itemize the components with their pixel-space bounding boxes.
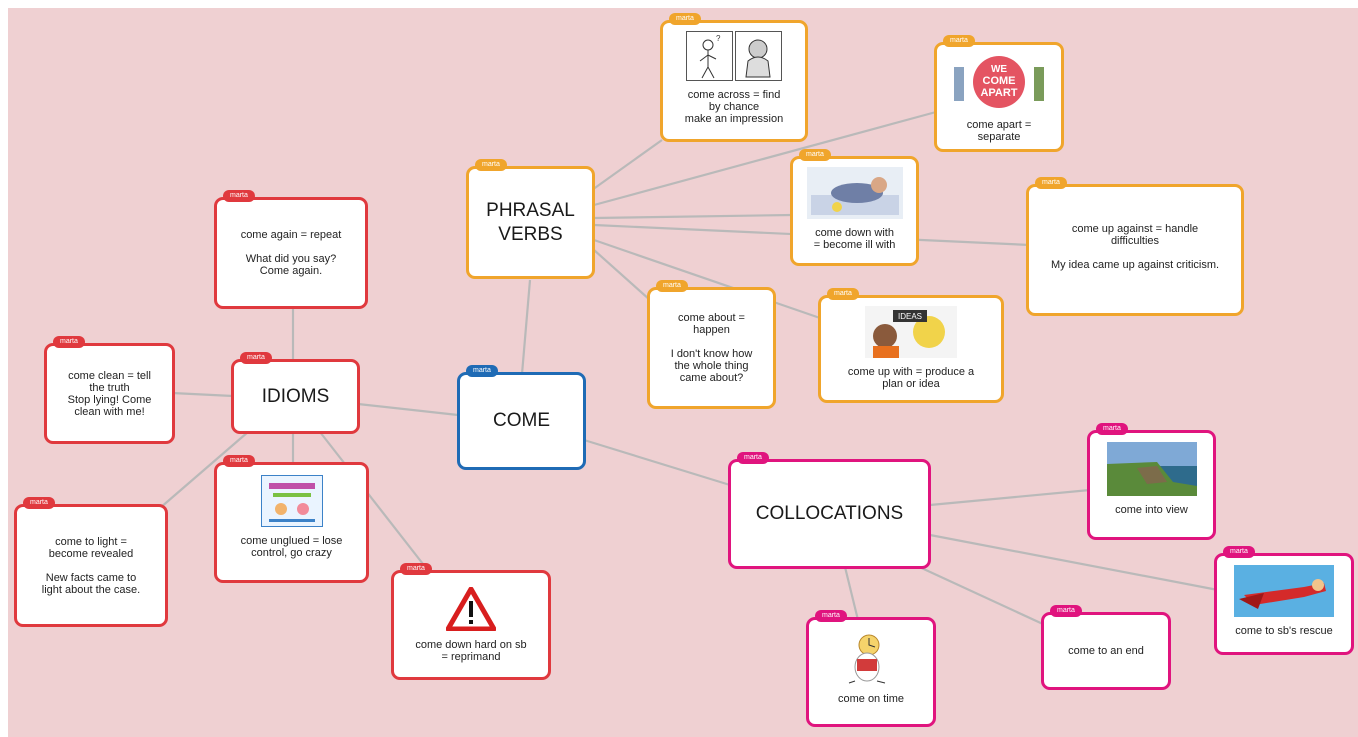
link-center-phrasal	[520, 279, 532, 375]
link-phrasal-upwith	[593, 238, 821, 320]
white-rabbit-clock-image	[848, 634, 886, 684]
cliffs-image	[1106, 442, 1197, 496]
come-to-light-text: come to light = become revealed New fact…	[41, 535, 141, 596]
author-tag: marta	[23, 497, 55, 509]
link-phrasal-about	[593, 249, 651, 301]
come-apart-text: come apart = separate	[966, 119, 1032, 143]
link-phrasal-downwith	[593, 213, 793, 220]
idioms-label: IDIOMS	[261, 385, 330, 407]
come-about-node[interactable]: marta come about = happen I don't know h…	[647, 280, 776, 409]
link-coll-end	[914, 564, 1046, 626]
idioms-node[interactable]: marta IDIOMS	[231, 352, 360, 434]
center-label: COME	[493, 410, 550, 431]
come-up-against-node[interactable]: marta come up against = handle difficult…	[1026, 177, 1244, 316]
come-up-with-text: come up with = produce a plan or idea	[847, 366, 975, 390]
come-clean-node[interactable]: marta come clean = tell the truth Stop l…	[44, 336, 175, 444]
come-unglued-text: come unglued = lose control, go crazy	[240, 535, 343, 559]
link-phrasal-apart	[593, 110, 937, 207]
link-idioms-clean	[171, 391, 234, 398]
come-to-light-node[interactable]: marta come to light = become revealed Ne…	[14, 497, 168, 627]
author-tag: marta	[240, 352, 272, 364]
author-tag: marta	[1223, 546, 1255, 558]
author-tag: marta	[223, 190, 255, 202]
warning-triangle-icon	[446, 587, 496, 631]
come-about-text: come about = happen I don't know how the…	[670, 312, 753, 384]
author-tag: marta	[737, 452, 769, 464]
author-tag: marta	[815, 610, 847, 622]
come-into-view-text: come into view	[1115, 504, 1188, 516]
come-on-time-text: come on time	[837, 693, 905, 705]
come-on-time-node[interactable]: marta come on time	[806, 610, 936, 727]
author-tag: marta	[53, 336, 85, 348]
ideas-image: IDEAS	[865, 306, 957, 358]
author-tag: marta	[400, 563, 432, 575]
collocations-node[interactable]: marta COLLOCATIONS	[728, 452, 931, 569]
come-down-hard-text: come down hard on sb = reprimand	[415, 639, 527, 663]
come-unglued-node[interactable]: marta come unglued = lose control, go cr…	[214, 455, 369, 583]
come-apart-image: WE COME APART	[954, 56, 1044, 108]
link-idioms-downhard	[319, 431, 431, 574]
image-text-we: WE	[991, 64, 1007, 75]
link-coll-ontime	[843, 566, 860, 621]
unglued-book-image	[260, 475, 323, 527]
come-into-view-node[interactable]: marta come into view	[1087, 423, 1216, 540]
come-up-against-text: come up against = handle difficulties My…	[1050, 223, 1220, 271]
author-tag: marta	[943, 35, 975, 47]
phrasal-verbs-node[interactable]: marta PHRASAL VERBS	[466, 159, 595, 279]
image-text-come: COME	[983, 75, 1016, 87]
come-down-hard-node[interactable]: marta come down hard on sb = reprimand	[391, 563, 551, 680]
come-to-an-end-text: come to an end	[1068, 645, 1144, 657]
link-phrasal-across	[591, 139, 663, 191]
link-coll-view	[929, 488, 1091, 507]
author-tag: marta	[1050, 605, 1082, 617]
phrasal-verbs-label: PHRASAL VERBS	[486, 199, 575, 245]
come-again-node[interactable]: marta come again = repeat What did you s…	[214, 190, 368, 309]
author-tag: marta	[1035, 177, 1067, 189]
come-to-an-end-node[interactable]: marta come to an end	[1041, 605, 1171, 690]
author-tag: marta	[1096, 423, 1128, 435]
author-tag: marta	[475, 159, 507, 171]
come-clean-text: come clean = tell the truth Stop lying! …	[67, 369, 152, 418]
author-tag: marta	[799, 149, 831, 161]
author-tag: marta	[223, 455, 255, 467]
link-idioms-light	[159, 431, 249, 509]
center-node[interactable]: marta COME	[457, 365, 586, 470]
come-to-rescue-node[interactable]: marta come to sb's rescue	[1214, 546, 1354, 655]
author-tag: marta	[466, 365, 498, 377]
come-across-text: come across = find by chance make an imp…	[684, 89, 784, 125]
collocations-label: COLLOCATIONS	[755, 503, 904, 524]
image-text-ideas: IDEAS	[898, 312, 922, 321]
link-center-collocations	[583, 438, 731, 487]
come-across-node[interactable]: marta ? come across = find by chance mak…	[660, 13, 808, 142]
come-up-with-node[interactable]: marta IDEAS come up with = produce a pla…	[818, 288, 1004, 403]
come-down-with-node[interactable]: marta come down with = become ill with	[790, 149, 919, 266]
come-apart-node[interactable]: marta WE COME APART come apart = separat…	[934, 35, 1064, 152]
come-again-text: come again = repeat What did you say? Co…	[240, 229, 342, 277]
author-tag: marta	[669, 13, 701, 25]
come-down-with-text: come down with = become ill with	[813, 227, 896, 251]
author-tag: marta	[656, 280, 688, 292]
image-text-apart: APART	[980, 87, 1017, 99]
superhero-image	[1234, 565, 1334, 617]
svg-text:?: ?	[716, 34, 721, 43]
author-tag: marta	[827, 288, 859, 300]
link-coll-rescue	[929, 533, 1219, 592]
sick-person-image	[806, 167, 903, 219]
come-to-rescue-text: come to sb's rescue	[1235, 625, 1333, 637]
link-center-idioms	[357, 402, 459, 417]
cartoon-image: ?	[686, 31, 782, 81]
